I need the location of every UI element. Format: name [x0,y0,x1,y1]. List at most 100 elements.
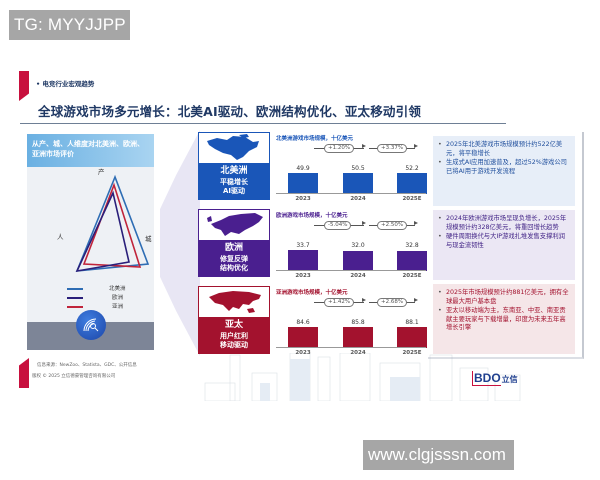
bar [397,173,427,194]
arrowhead-icon [362,221,366,225]
bar-value: 49.9 [296,165,310,172]
bar-group: 32.0 [343,231,373,271]
region-badge: 北美洲 平稳增长 AI驱动 [198,132,270,200]
chart-baseline [276,193,426,194]
bdo-logo: BDO立信 [472,369,518,387]
bar-group: 32.8 [397,231,427,271]
year-label: 2023 [295,350,311,356]
title-divider [20,123,506,124]
note-europe: 2024年欧洲游戏市场呈现负增长，2025年规模预计约328亿美元，将重回增长趋… [433,210,575,280]
logo-text: BDO [472,371,501,386]
region-name: 欧洲 [224,243,243,253]
bar [288,173,318,194]
bar-value: 32.8 [405,242,419,249]
legend-swatch [67,306,83,308]
radar-triangles [75,174,150,273]
axis-label-city: 城 [145,235,152,243]
region-name: 北美洲 [220,166,248,176]
bar [343,327,373,348]
legend-label: 欧洲 [112,295,124,301]
region-asia-pacific: 亚太 用户红利 移动驱动 亚洲游戏市场规模，十亿美元 +1.42% +2.68%… [198,286,428,356]
region-name: 亚太 [224,320,243,330]
north-america-map-icon [199,133,269,163]
bar-value: 85.8 [351,319,365,326]
arrowhead-icon [362,144,366,148]
arrowhead-icon [362,298,366,302]
page-title: 全球游戏市场多元增长：北美AI驱动、欧洲结构优化、亚太移动引领 [38,104,422,119]
region-europe: 欧洲 修复反弹 结构优化 欧洲游戏市场规模，十亿美元 -5.04% +2.50%… [198,209,428,279]
bar-chart-north-america: +1.20% +3.37% 49.9 50.5 52.2 2023 2024 2… [276,144,427,202]
region-desc-line2: AI驱动 [222,187,246,195]
region-label: 亚太 用户红利 移动驱动 [199,317,269,353]
year-label: 2024 [350,273,366,279]
chart-baseline [276,270,426,271]
note-north-america: 2025年北美游戏市场规模预计约522亿美元，将平稳增长 生成式AI应用加速普及… [433,136,575,206]
evaluation-card-title: 从产、城、人维度对北美洲、欧洲、亚洲市场评价 [27,134,154,167]
copyright-note: 版权 © 2025 立信德豪管理咨询有限公司 [32,374,116,379]
chart-baseline [276,347,426,348]
note-bullet: 亚太以移动端为主，东南亚、中亚、南亚贡献主要玩家与下载增量，印度为未来五年高增长… [437,307,571,333]
note-bullet: 2025年北美游戏市场规模预计约522亿美元，将平稳增长 [437,141,571,158]
legend-swatch [67,297,83,299]
bar-chart-europe: -5.04% +2.50% 33.7 32.0 32.8 2023 2024 2… [276,221,427,279]
year-label: 2024 [350,350,366,356]
arrowhead-icon [414,221,418,225]
year-label: 2024 [350,196,366,202]
note-asia-pacific: 2025年市场规模预计约881亿美元，拥有全球最大用户基本盘 亚太以移动端为主，… [433,284,575,354]
region-desc-line2: 移动驱动 [220,341,248,349]
arrowhead-icon [414,144,418,148]
accent-bar-top [19,71,29,101]
bar [397,327,427,348]
year-label: 2023 [295,273,311,279]
radar-chart: 产 人 城 [27,167,154,277]
note-bullet: 硬件周期换代与大IP游戏扎堆发售支撑利润与现金流韧性 [437,233,571,250]
bar-group: 52.2 [397,154,427,194]
bar-group: 85.8 [343,308,373,348]
growth-rate-pill: +1.20% [324,144,355,153]
bar [288,250,318,271]
radar-legend: 北美洲 欧洲 亚洲 [27,284,154,311]
arrowhead-icon [414,298,418,302]
growth-rate-pill: -5.04% [324,221,352,230]
bar-value: 32.0 [351,242,365,249]
accent-bar-bottom [19,358,29,388]
region-badge: 欧洲 修复反弹 结构优化 [198,209,270,277]
bar [288,327,318,348]
bar-value: 84.6 [296,319,310,326]
slide: • 电竞行业宏观趋势 全球游戏市场多元增长：北美AI驱动、欧洲结构优化、亚太移动… [0,60,600,410]
bar-value: 50.5 [351,165,365,172]
bar-group: 50.5 [343,154,373,194]
europe-map-icon [199,210,269,240]
bar-group: 33.7 [288,231,318,271]
city-skyline-background [204,353,521,401]
legend-item-north-america: 北美洲 [27,284,154,293]
bar-chart-asia-pacific: +1.42% +2.68% 84.6 85.8 88.1 2023 2024 2… [276,298,427,356]
year-label: 2025E [402,273,422,279]
region-desc-line1: 用户红利 [220,332,248,340]
growth-rate-pill: +2.68% [377,298,408,307]
year-label: 2025E [402,196,422,202]
asia-map-icon [199,287,269,317]
region-desc-line2: 结构优化 [220,264,248,272]
top-watermark: TG: MYYJJPP [9,10,130,40]
legend-item-europe: 欧洲 [27,293,154,302]
region-label: 欧洲 修复反弹 结构优化 [199,240,269,276]
bottom-watermark: www.clgjsssn.com [363,440,514,470]
notes-panel: 2025年北美游戏市场规模预计约522亿美元，将平稳增长 生成式AI应用加速普及… [428,132,584,359]
bar-group: 88.1 [397,308,427,348]
analytics-search-icon [76,310,106,340]
chart-title: 北美洲游戏市场规模，十亿美元 [276,136,354,142]
source-note: 信息来源：NewZoo、Statista、GDC、公开信息 [37,363,137,368]
bar [343,173,373,194]
legend-label: 亚洲 [112,304,124,310]
bar-value: 52.2 [405,165,419,172]
section-tag: • 电竞行业宏观趋势 [36,80,95,88]
legend-item-asia: 亚洲 [27,302,154,311]
bar [397,251,427,271]
legend-swatch [67,288,83,290]
bar [343,251,373,271]
connector-shape [160,130,200,356]
bar-group: 84.6 [288,308,318,348]
region-badge: 亚太 用户红利 移动驱动 [198,286,270,354]
note-bullet: 生成式AI应用加速普及，超过52%游戏公司已将AI用于游戏开发流程 [437,159,571,176]
